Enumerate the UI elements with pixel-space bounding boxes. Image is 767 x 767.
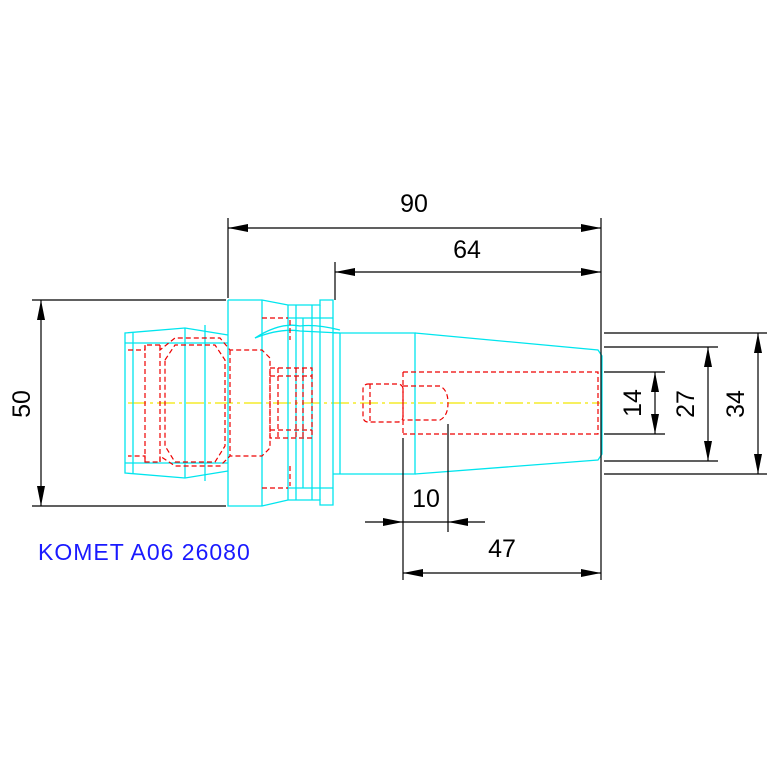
dim-offset: 10 bbox=[412, 485, 440, 513]
dimension-lines bbox=[32, 218, 767, 580]
dim-inner-diameter: 27 bbox=[672, 390, 700, 418]
part-label: KOMET A06 26080 bbox=[38, 539, 251, 565]
dim-overall-length: 90 bbox=[400, 190, 428, 218]
dim-flange-diameter: 50 bbox=[8, 390, 36, 418]
hidden-lines bbox=[128, 317, 599, 489]
dim-outer-diameter: 34 bbox=[722, 390, 750, 418]
dim-taper-length: 64 bbox=[453, 236, 481, 264]
dim-bore-diameter: 14 bbox=[619, 389, 647, 417]
dim-bore-depth: 47 bbox=[488, 535, 516, 563]
